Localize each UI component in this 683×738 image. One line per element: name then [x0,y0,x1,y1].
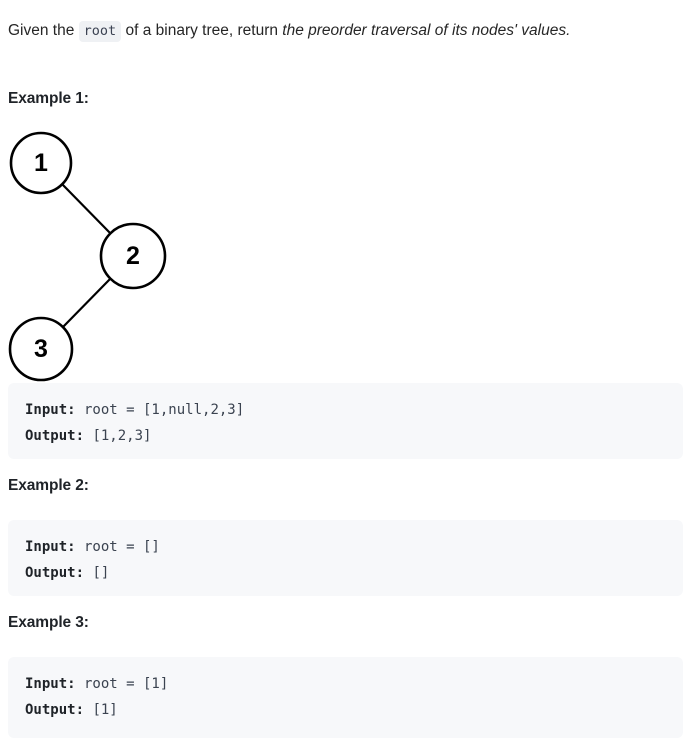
example-1-input-line: Input: root = [1,null,2,3] [25,397,683,423]
example-1-code-block: Input: root = [1,null,2,3] Output: [1,2,… [8,383,683,459]
input-label: Input: [25,402,76,418]
tree-node-3-circle [8,316,74,382]
tree-node-1-label: 1 [34,149,48,177]
output-label: Output: [25,565,85,581]
output-value: [] [84,565,110,581]
output-label: Output: [25,702,85,718]
tree-node-2-label: 2 [126,242,140,270]
input-value: root = [1,null,2,3] [75,402,245,418]
example-1-heading: Example 1: [8,90,89,107]
example-3-code-block: Input: root = [1] Output: [1] [8,657,683,738]
tree-edge-1-2 [61,183,113,236]
example-3-output-line: Output: [1] [25,697,683,723]
tree-node-2-circle [99,222,167,290]
input-label: Input: [25,676,76,692]
statement-text-after: of a binary tree, return [121,21,283,39]
input-value: root = [] [75,539,160,555]
output-label: Output: [25,428,85,444]
output-value: [1] [84,702,118,718]
problem-statement: Given the root of a binary tree, return … [8,16,678,46]
tree-node-1-circle [9,131,73,195]
inline-code-root: root [78,20,122,42]
tree-edge-2-3 [61,277,112,329]
example-2-code-block: Input: root = [] Output: [] [8,520,683,596]
example-2-heading: Example 2: [8,477,89,494]
statement-emphasis: the preorder traversal of its nodes' val… [282,21,571,39]
example-3-heading: Example 3: [8,614,89,631]
example-3-input-line: Input: root = [1] [25,671,683,697]
example-2-input-line: Input: root = [] [25,534,683,560]
example-2-output-line: Output: [] [25,560,683,586]
binary-tree-figure: 1 2 3 [0,125,200,385]
output-value: [1,2,3] [84,428,152,444]
tree-node-3-label: 3 [34,335,48,363]
input-label: Input: [25,539,76,555]
statement-text-before: Given the [8,21,79,39]
input-value: root = [1] [75,676,169,692]
example-1-output-line: Output: [1,2,3] [25,423,683,449]
